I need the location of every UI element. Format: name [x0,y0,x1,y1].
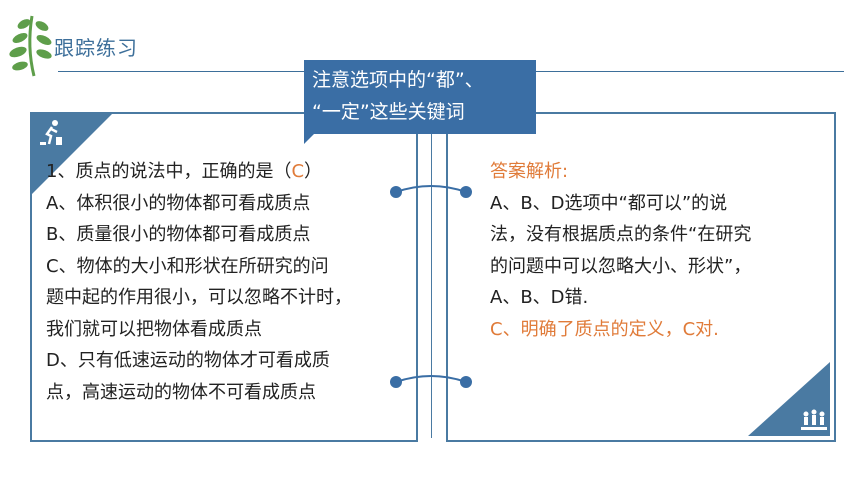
option-b: B、质量很小的物体都可看成质点 [46,224,311,245]
question-stem: 1、质点的说法中，正确的是（C） [46,161,323,182]
question-text: 1、质点的说法中，正确的是（C） A、体积很小的物体都可看成质点 B、质量很小的… [46,156,406,408]
analysis-heading: 答案解析: [490,161,569,182]
analysis-conclusion: C、明确了质点的定义，C对. [490,318,719,340]
option-d-line-1: D、只有低速运动的物体才可看成质 [46,350,330,371]
option-c-line-1: C、物体的大小和形状在所研究的问 [46,255,329,277]
runner-icon [40,120,62,145]
option-c-line-3: 我们就可以把物体看成质点 [46,318,262,340]
binder-ring-bottom [390,375,472,388]
analysis-line-1: A、B、D选项中“都可以”的说 [490,192,728,214]
right-corner-decoration [748,362,830,436]
page-title: 跟踪练习 [54,36,138,60]
analysis-text: 答案解析: A、B、D选项中“都可以”的说 法，没有根据质点的条件“在研究 的问… [490,156,820,345]
left-corner-decoration [32,114,112,194]
people-icon [801,409,827,430]
analysis-line-3: 的问题中可以忽略大小、形状”， [490,255,752,277]
hint-callout: 注意选项中的“都”、 “一定”这些关键词 [304,60,536,134]
leaf-icon [9,15,52,77]
binder-ring-top [390,185,472,198]
callout-tail [304,130,318,144]
center-divider [431,134,432,438]
option-a: A、体积很小的物体都可看成质点 [46,192,311,214]
analysis-line-2: 法，没有根据质点的条件“在研究 [490,224,752,245]
option-d-line-2: 点，高速运动的物体不可看成质点 [46,381,316,403]
analysis-line-4: A、B、D错. [490,287,589,308]
option-c-line-2: 题中起的作用很小，可以忽略不计时， [46,287,352,308]
answer-mark: C [291,161,305,182]
callout-line-2: “一定”这些关键词 [312,101,465,123]
callout-line-1: 注意选项中的“都”、 [312,69,484,91]
